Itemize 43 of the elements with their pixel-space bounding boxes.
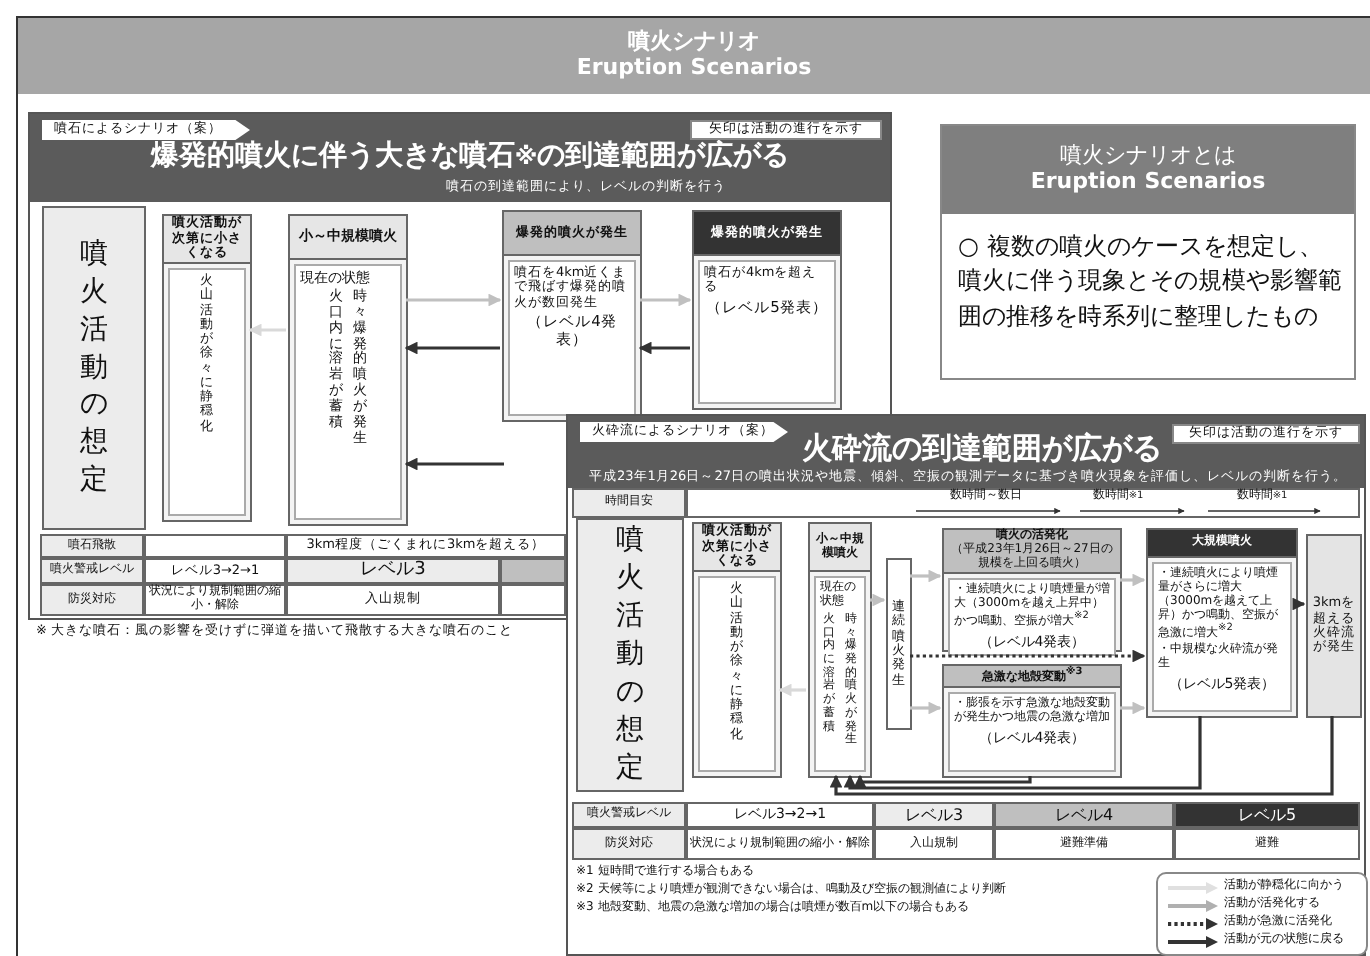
scenario-box: [162, 214, 252, 522]
arrow: [910, 649, 1146, 663]
arrow: [640, 293, 692, 307]
arrow: [853, 774, 1032, 788]
arrow: [406, 293, 502, 307]
arrow: [870, 593, 886, 607]
arrow: [843, 716, 1202, 790]
arrow: [1292, 597, 1306, 611]
title: 噴火シナリオ: [628, 30, 760, 56]
arrow: [404, 341, 500, 355]
arrow: [1120, 701, 1146, 715]
scenario-box: [502, 210, 642, 422]
box-subheading: Eruption Scenarios: [1030, 170, 1266, 196]
table-cell: レベル4: [994, 802, 1174, 828]
panel-title: 火砕流の到達範囲が広がる: [800, 430, 1164, 468]
scenario-box: [692, 522, 782, 778]
process-box: [886, 558, 912, 730]
scenario-box: [942, 664, 1122, 778]
column-header: [42, 206, 146, 530]
vertical-heading: 噴火活動の想定: [78, 235, 110, 501]
arrow: [248, 323, 286, 337]
column-header: [576, 518, 684, 792]
scenario-box: [808, 522, 872, 778]
arrow: [829, 716, 1334, 796]
vertical-heading: 噴火活動の想定: [614, 522, 646, 788]
box-heading: 噴火シナリオとは: [1060, 144, 1236, 170]
scenario-box: [692, 210, 842, 410]
table-cell: レベル3: [874, 802, 994, 828]
table-cell: レベル3: [286, 558, 500, 584]
scenario-box: [288, 214, 408, 526]
arrow: [638, 341, 690, 355]
subtitle: Eruption Scenarios: [576, 56, 812, 82]
arrow: [910, 569, 942, 583]
scenario-box: [1306, 534, 1362, 718]
arrow: [1120, 573, 1146, 587]
arrow: [778, 683, 806, 697]
arrow: [404, 457, 504, 471]
table-cell: レベル5: [1174, 802, 1360, 828]
info-box: [940, 124, 1356, 380]
box-text: ○ 複数の噴火のケースを想定し、噴火に伴う現象とその規模や影響範囲の推移を時系列に整理したもの: [958, 230, 1342, 334]
scenario-box: [942, 528, 1122, 652]
arrow: [910, 701, 942, 715]
scenario-box: [1146, 528, 1298, 718]
